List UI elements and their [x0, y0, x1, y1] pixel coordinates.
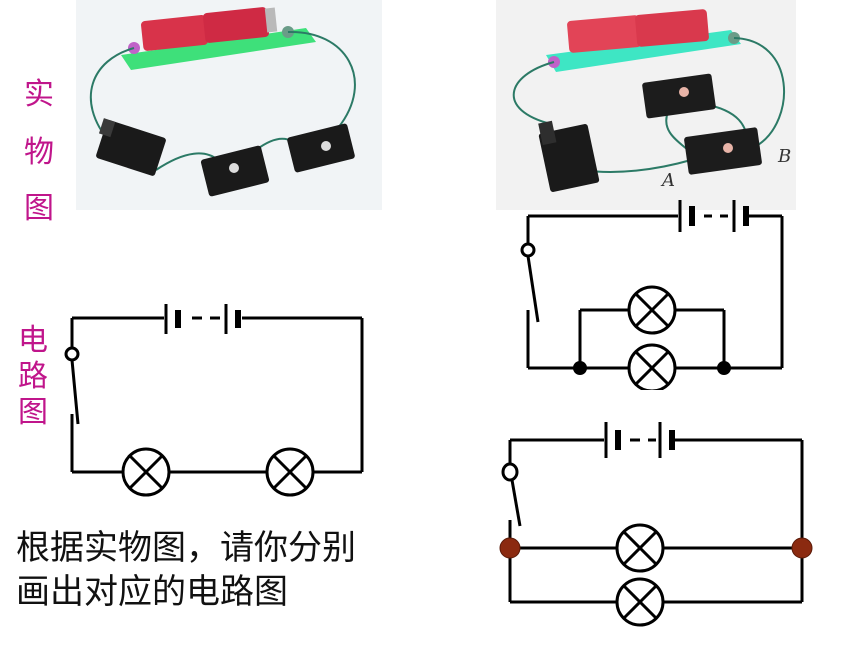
instruction-line-1: 根据实物图，请你分别 [16, 528, 356, 568]
series-circuit-photo [76, 0, 382, 210]
photo-label: 实 物 图 [24, 80, 54, 224]
junction-dot [573, 361, 587, 375]
parallel-circuit-photo: A B [496, 0, 796, 210]
point-b-label: B [777, 146, 791, 167]
instruction-line-2: 画出对应的电路图 [16, 572, 288, 612]
junction-dot [499, 537, 521, 559]
photo-label-char-2: 物 [24, 135, 54, 170]
circuit-label-char-3: 图 [18, 395, 48, 430]
junction-dot [791, 537, 813, 559]
circuit-label-char-2: 路 [18, 359, 48, 394]
instruction-text: 根据实物图，请你分别 画出对应的电路图 [16, 526, 356, 614]
series-circuit-diagram [64, 304, 364, 497]
junction-dot [717, 361, 731, 375]
circuit-label-char-1: 电 [18, 323, 48, 358]
point-a-label: A [660, 170, 675, 191]
parallel-circuit-diagram-1 [520, 200, 784, 390]
circuit-label: 电 路 图 [18, 326, 48, 428]
parallel-circuit-diagram-2 [499, 422, 813, 627]
photo-label-char-3: 图 [24, 191, 54, 226]
photo-label-char-1: 实 [24, 77, 54, 112]
